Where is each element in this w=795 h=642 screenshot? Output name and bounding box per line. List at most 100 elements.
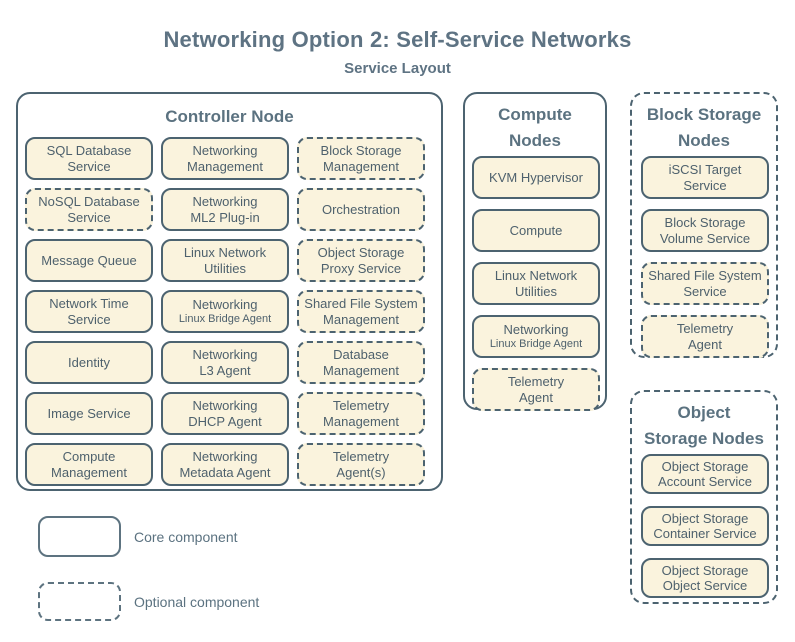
group-title-line: Nodes [509, 131, 561, 150]
service-box-label: Networking [192, 297, 258, 313]
service-box-label: Image Service [47, 405, 131, 421]
service-box-label: Block Storage [664, 215, 746, 231]
service-box-label: Identity [68, 354, 110, 370]
service-box-label: Service [683, 177, 727, 193]
service-box-label: Linux Network [183, 245, 267, 261]
service-box-label: Agent [688, 336, 722, 352]
service-box-label: Telemetry [507, 374, 565, 390]
service-box-label: Agent(s) [336, 464, 386, 480]
service-box-label: Utilities [204, 260, 246, 276]
service-box-label: Message Queue [41, 252, 137, 268]
service-box-label: SQL Database [46, 143, 132, 159]
group-title-line: Block Storage [646, 105, 762, 124]
service-box-label: Object Storage [661, 562, 749, 578]
service-box-label: Linux Network [494, 268, 578, 284]
service-box-label: Networking [192, 449, 258, 465]
service-box-label: DHCP Agent [188, 413, 262, 429]
service-box-label: Orchestration [321, 201, 401, 217]
service-box-label: Telemetry [676, 321, 734, 337]
service-box: Orchestration [297, 188, 425, 231]
service-box-label: Networking [192, 194, 258, 210]
service-box: Message Queue [25, 239, 153, 282]
service-box-label: Utilities [515, 283, 557, 299]
group-title-line: Compute [498, 105, 572, 124]
service-box-label: Network Time [49, 296, 129, 312]
service-box-label: Management [323, 311, 399, 327]
service-box-label: L3 Agent [199, 362, 251, 378]
service-box-label: Management [187, 158, 263, 174]
service-box-label: Management [323, 362, 399, 378]
service-box-label: Compute [62, 449, 116, 465]
controller-node-title: Controller Node [22, 104, 437, 130]
service-box: KVM Hypervisor [472, 156, 600, 199]
legend-core-row: Core component [38, 516, 238, 557]
group-title-line: Nodes [678, 131, 730, 150]
service-box-label: NoSQL Database [38, 194, 140, 210]
service-box-label: KVM Hypervisor [489, 169, 583, 185]
group-title-line: Object [677, 403, 731, 422]
service-box-label: Service [67, 311, 111, 327]
optional-component-swatch [38, 582, 121, 621]
service-box-label: Object Storage [661, 458, 749, 474]
service-box-label: Proxy Service [320, 260, 402, 276]
service-box-label: Service [683, 283, 727, 299]
service-box: Image Service [25, 392, 153, 435]
service-box-label: Linux Bridge Agent [178, 312, 272, 325]
legend-optional-row: Optional component [38, 582, 259, 621]
service-box-label: Linux Bridge Agent [489, 337, 583, 350]
service-box-label: Object Service [662, 578, 748, 593]
service-box-label: Database [333, 347, 389, 363]
service-box-label: Object Storage [317, 245, 405, 261]
service-box-label: Management [323, 158, 399, 174]
legend-core-label: Core component [134, 528, 238, 545]
service-box: Identity [25, 341, 153, 384]
service-box-label: Metadata Agent [179, 464, 271, 480]
group-title-line: Controller Node [165, 107, 294, 126]
service-box-label: Compute [509, 222, 563, 238]
service-box-label: Networking [192, 143, 258, 159]
page-title: Networking Option 2: Self-Service Networ… [163, 27, 632, 52]
legend-optional-label: Optional component [134, 593, 260, 610]
service-box-label: Telemetry [332, 398, 390, 414]
service-box-label: Management [323, 413, 399, 429]
group-title-line: Storage Nodes [644, 429, 764, 448]
service-box-label: Service [67, 209, 111, 225]
core-component-swatch [38, 516, 121, 557]
service-box-label: Management [51, 464, 127, 480]
